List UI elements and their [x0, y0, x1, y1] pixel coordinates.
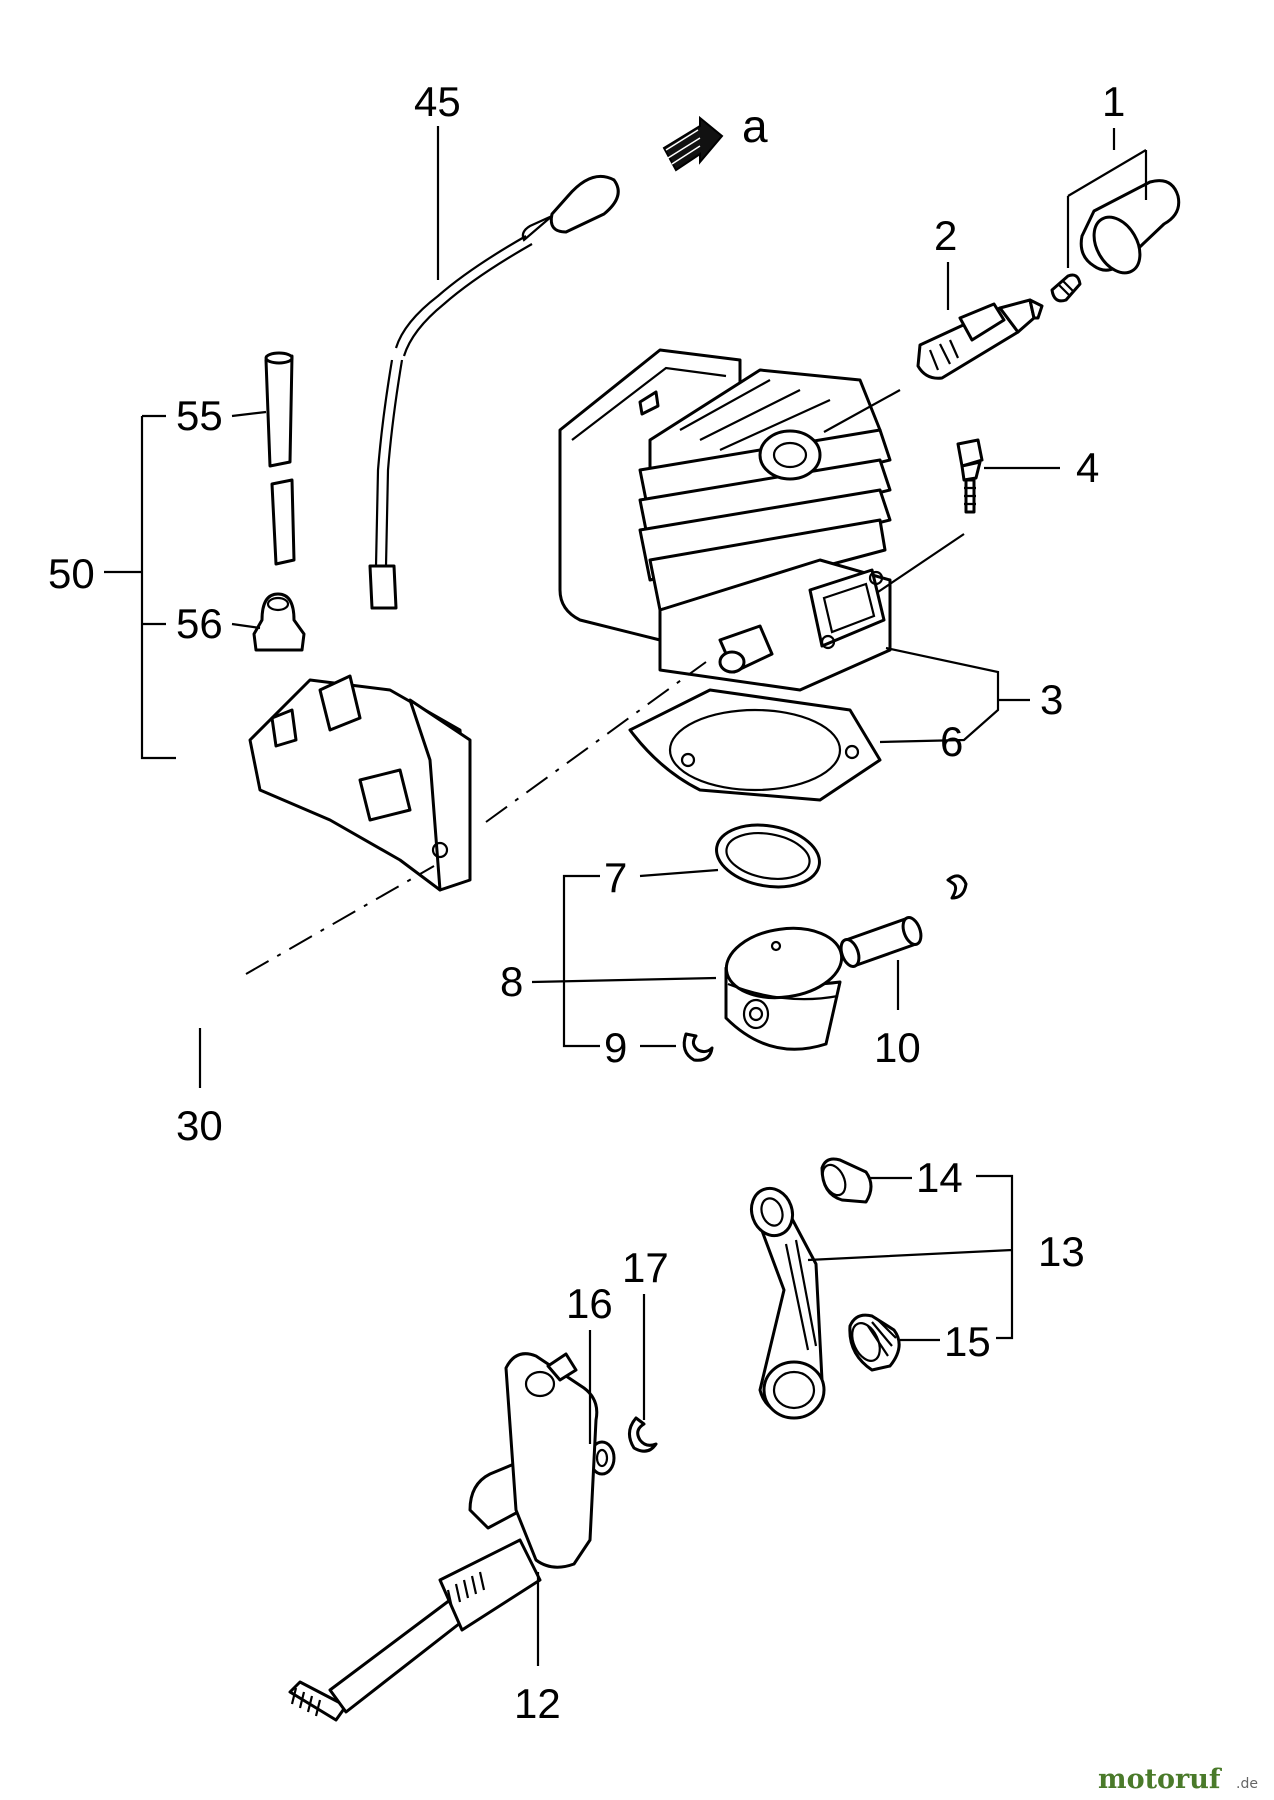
crank-clip — [628, 1416, 658, 1453]
ignition-coil — [248, 674, 472, 892]
crankshaft — [288, 1352, 599, 1722]
callouts: 1 2 4 3 6 45 50 55 56 7 8 9 10 30 — [48, 78, 1148, 1727]
ignition-lead — [368, 175, 620, 610]
callout-label: 15 — [944, 1318, 991, 1365]
coil-boot — [252, 592, 306, 652]
spark-plug-cap — [1050, 179, 1181, 303]
cylinder — [558, 348, 892, 692]
callout-label: 16 — [566, 1280, 613, 1327]
callout-label: 14 — [916, 1154, 963, 1201]
callout-label: 10 — [874, 1024, 921, 1071]
callout-label: 7 — [604, 854, 627, 901]
watermark: motoruf .de — [1098, 1764, 1258, 1795]
callout-label: 3 — [1040, 676, 1063, 723]
assembly-lines — [245, 389, 965, 975]
callout-label: 9 — [604, 1024, 627, 1071]
piston-pin-clip — [682, 874, 968, 1062]
cylinder-gasket — [628, 688, 882, 802]
arrow-a-label: a — [742, 100, 768, 152]
big-end-bearing — [848, 1313, 901, 1372]
callout-label: 8 — [500, 958, 523, 1005]
spark-plug — [916, 298, 1044, 380]
callout-label: 4 — [1076, 444, 1099, 491]
watermark-name: motoruf — [1098, 1764, 1223, 1795]
coil-tube — [264, 351, 296, 566]
arrow-a: a — [662, 100, 768, 172]
connecting-rod — [749, 1186, 826, 1420]
piston-pin — [839, 916, 923, 968]
callout-label: 13 — [1038, 1228, 1085, 1275]
decompression-valve — [956, 438, 984, 514]
callout-label: 2 — [934, 212, 957, 259]
piston-ring — [715, 823, 821, 889]
callout-label: 17 — [622, 1244, 669, 1291]
piston — [724, 926, 844, 1051]
callout-label: 6 — [940, 718, 963, 765]
small-end-bearing — [820, 1157, 873, 1204]
callout-label: 12 — [514, 1680, 561, 1727]
callout-label: 30 — [176, 1102, 223, 1149]
callout-label: 55 — [176, 392, 223, 439]
watermark-tld: .de — [1236, 1776, 1258, 1792]
callout-label: 1 — [1102, 78, 1125, 125]
callout-label: 50 — [48, 550, 95, 597]
callout-label: 56 — [176, 600, 223, 647]
callout-label: 45 — [414, 78, 461, 125]
